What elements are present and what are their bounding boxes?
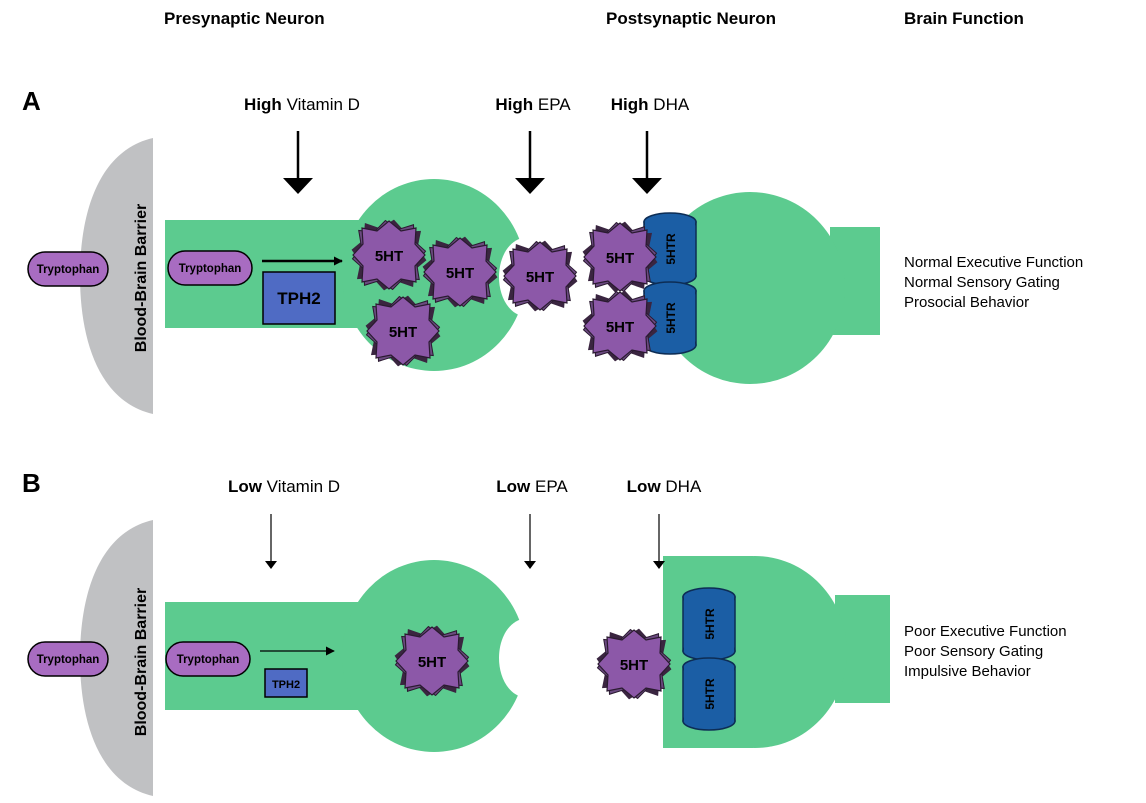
epa-name: EPA [538,95,571,114]
tryptophan-outside [27,251,109,287]
function-item: Poor Sensory Gating [904,643,1043,660]
dha-name: DHA [665,477,702,496]
presynaptic-header: Presynaptic Neuron [164,9,325,28]
serotonin-label: 5HT [620,657,648,674]
panel-b: B Blood-Brain Barrier Tryptophan Tryptop… [22,468,1067,796]
serotonin-receptor: 5HTR [643,212,697,286]
serotonin-molecule: 5HT [416,230,504,314]
dha-label: High DHA [611,95,690,114]
tph2-label: TPH2 [272,679,300,691]
barrier-label: Blood-Brain Barrier [133,588,150,736]
bound-serotonin: 5HT [576,284,664,368]
vitamin-d-arrow [265,514,277,569]
blood-brain-barrier [80,138,153,414]
vitamin-d-name: Vitamin D [287,95,360,114]
dha-label: Low DHA [627,477,702,496]
vitamin-d-arrow [283,131,313,194]
epa-arrow [515,131,545,194]
tryptophan-inside-label: Tryptophan [177,654,240,666]
tryptophan-outside-label: Tryptophan [37,654,100,666]
dha-level: High [611,95,649,114]
serotonin-molecule: 5HT [388,619,476,703]
dha-name: DHA [653,95,690,114]
release-site [499,618,530,698]
vitamin-d-label: Low Vitamin D [228,477,340,496]
vitamin-d-level: High [244,95,282,114]
panel-b-letter: B [22,468,41,498]
serotonin-molecule: 5HT [496,234,584,318]
function-item: Impulsive Behavior [904,663,1031,680]
dha-level: Low [627,477,662,496]
dha-arrow [653,514,665,569]
serotonin-molecule: 5HT [359,289,447,373]
postsynaptic-header: Postsynaptic Neuron [606,9,776,28]
epa-arrow [524,514,536,569]
serotonin-receptor: 5HTR [682,657,736,731]
serotonin-molecule: 5HT [590,622,678,706]
function-item: Poor Executive Function [904,623,1067,640]
epa-label: Low EPA [496,477,568,496]
serotonin-label: 5HT [606,319,634,336]
serotonin-receptor: 5HTR [643,281,697,355]
tryptophan-inside [167,250,253,286]
tryptophan-inside [165,641,251,677]
dha-arrow [632,131,662,194]
epa-name: EPA [535,477,568,496]
tph2-enzyme [264,668,308,698]
tryptophan-outside-label: Tryptophan [37,264,100,276]
function-item: Normal Executive Function [904,254,1083,271]
postsynaptic-neuron [655,192,845,384]
epa-label: High EPA [495,95,571,114]
receptor-label: 5HTR [664,302,678,334]
receptor-label: 5HTR [703,678,717,710]
panel-a: A Blood-Brain Barrier Tryptophan Tryptop… [22,86,1083,414]
serotonin-label: 5HT [606,250,634,267]
receptor-label: 5HTR [664,233,678,265]
epa-level: Low [496,477,531,496]
blood-brain-barrier [80,520,153,796]
epa-level: High [495,95,533,114]
serotonin-label: 5HT [418,654,446,671]
serotonin-label: 5HT [446,265,474,282]
vitamin-d-name: Vitamin D [267,477,340,496]
brain-function-header: Brain Function [904,9,1024,28]
function-item: Prosocial Behavior [904,294,1029,311]
serotonin-label: 5HT [375,248,403,265]
bound-serotonin: 5HT [576,215,664,299]
vitamin-d-level: Low [228,477,263,496]
barrier-label: Blood-Brain Barrier [133,204,150,352]
serotonin-receptor: 5HTR [682,587,736,661]
serotonin-molecule: 5HT [345,213,433,297]
tph2-label: TPH2 [277,289,320,308]
receptor-label: 5HTR [703,608,717,640]
tph2-enzyme [262,271,336,325]
function-item: Normal Sensory Gating [904,274,1060,291]
panel-a-letter: A [22,86,41,116]
vitamin-d-label: High Vitamin D [244,95,360,114]
serotonin-label: 5HT [389,324,417,341]
serotonin-label: 5HT [526,269,554,286]
tryptophan-outside [27,641,109,677]
tryptophan-inside-label: Tryptophan [179,263,242,275]
